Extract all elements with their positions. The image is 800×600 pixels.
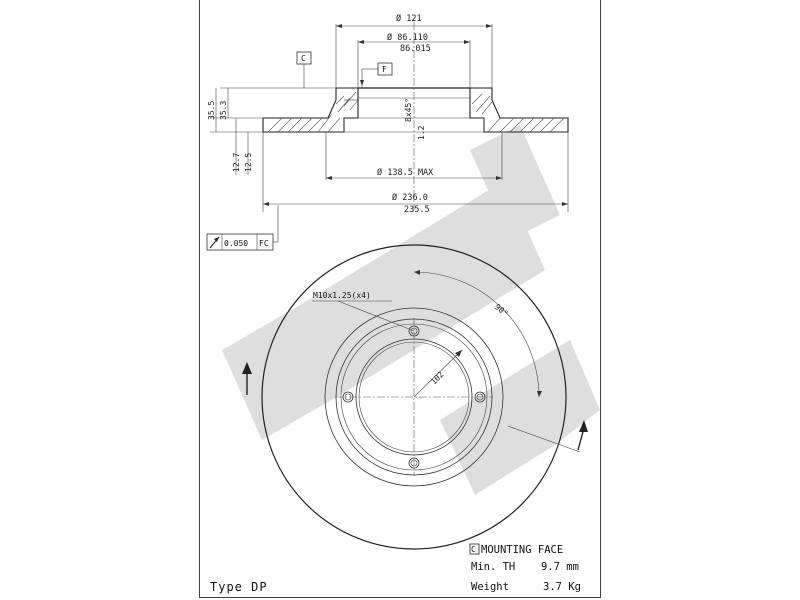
section-hatch-left <box>262 87 359 133</box>
tolerance-value: 0.050 <box>224 239 248 248</box>
dim-hub-1: Ø 86.110 <box>387 32 428 43</box>
datum-c: C <box>301 54 306 63</box>
legend-min-th-value: 9.7 mm <box>541 561 579 573</box>
dim-thickness-2: 12.5 <box>244 153 253 172</box>
tolerance-ref: FC <box>259 239 269 248</box>
rotation-arrow-left <box>242 362 252 374</box>
dim-thickness-1: 12.7 <box>232 153 241 172</box>
front-view: 102 M10x1.25(x4) 90° <box>242 244 588 550</box>
dim-disc-1: Ø 236.0 <box>392 192 428 203</box>
dim-total-height-2: 35.3 <box>219 101 228 120</box>
rotation-arrow-right <box>579 420 588 432</box>
dim-angle: 90° <box>493 302 510 318</box>
dim-pcd: 102 <box>429 370 446 387</box>
dim-hub-2: 86.015 <box>400 44 431 54</box>
disc-outer-circle <box>261 244 567 550</box>
type-label: Type DP <box>210 580 268 594</box>
legend-mounting-text: MOUNTING FACE <box>481 544 563 556</box>
dim-chamfer-depth: 1.2 <box>417 125 426 140</box>
datum-f: F <box>382 65 387 74</box>
section-hatch-right <box>469 87 569 133</box>
dim-outer-top: Ø 121 <box>396 13 422 24</box>
section-view: Ø 121 Ø 86.110 86.015 C F 35.5 35.3 12.7… <box>207 13 569 215</box>
legend-weight-value: 3.7 Kg <box>543 581 581 593</box>
hat-outer-circle <box>324 307 504 487</box>
legend: C MOUNTING FACE Min. TH 9.7 mm Weight 3.… <box>469 543 581 593</box>
thread-spec: M10x1.25(x4) <box>313 291 371 300</box>
dim-hat-max: Ø 138.5 MAX <box>377 167 434 178</box>
watermark-logo <box>222 125 600 495</box>
legend-weight-label: Weight <box>471 581 509 593</box>
dim-total-height-1: 35.5 <box>207 101 216 120</box>
dim-chamfer: 8x45° <box>404 98 413 122</box>
legend-min-th-label: Min. TH <box>471 561 515 573</box>
legend-mounting-label: C <box>471 545 476 554</box>
dim-disc-2: 235.5 <box>404 205 430 215</box>
tolerance-frame: 0.050 FC <box>206 205 279 251</box>
